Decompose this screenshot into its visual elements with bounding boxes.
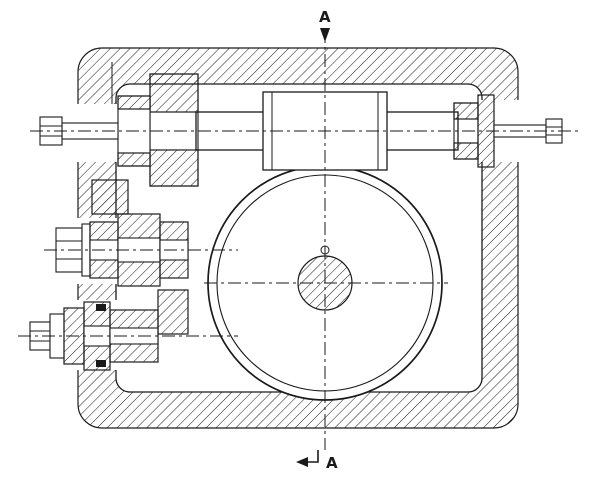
section-arrowhead-bottom: [296, 457, 308, 467]
lower-seal: [96, 360, 106, 367]
section-label-top: A: [319, 8, 331, 26]
right-bearing-race: [453, 142, 479, 160]
section-arrow-bottom: [306, 450, 319, 463]
section-markers: A A: [296, 8, 338, 472]
lower-idler: [157, 289, 189, 335]
left-collar-seal: [117, 152, 151, 167]
housing-boss: [91, 179, 129, 215]
section-label-bottom: A: [326, 454, 338, 472]
left-gear-stack: [149, 149, 199, 187]
left-gear-stack: [149, 73, 199, 113]
right-bearing-race: [453, 102, 479, 120]
lower-seal: [96, 304, 106, 311]
left-collar-seal: [117, 95, 151, 110]
centerlines: [18, 30, 578, 450]
section-arrow-top: [320, 28, 330, 42]
